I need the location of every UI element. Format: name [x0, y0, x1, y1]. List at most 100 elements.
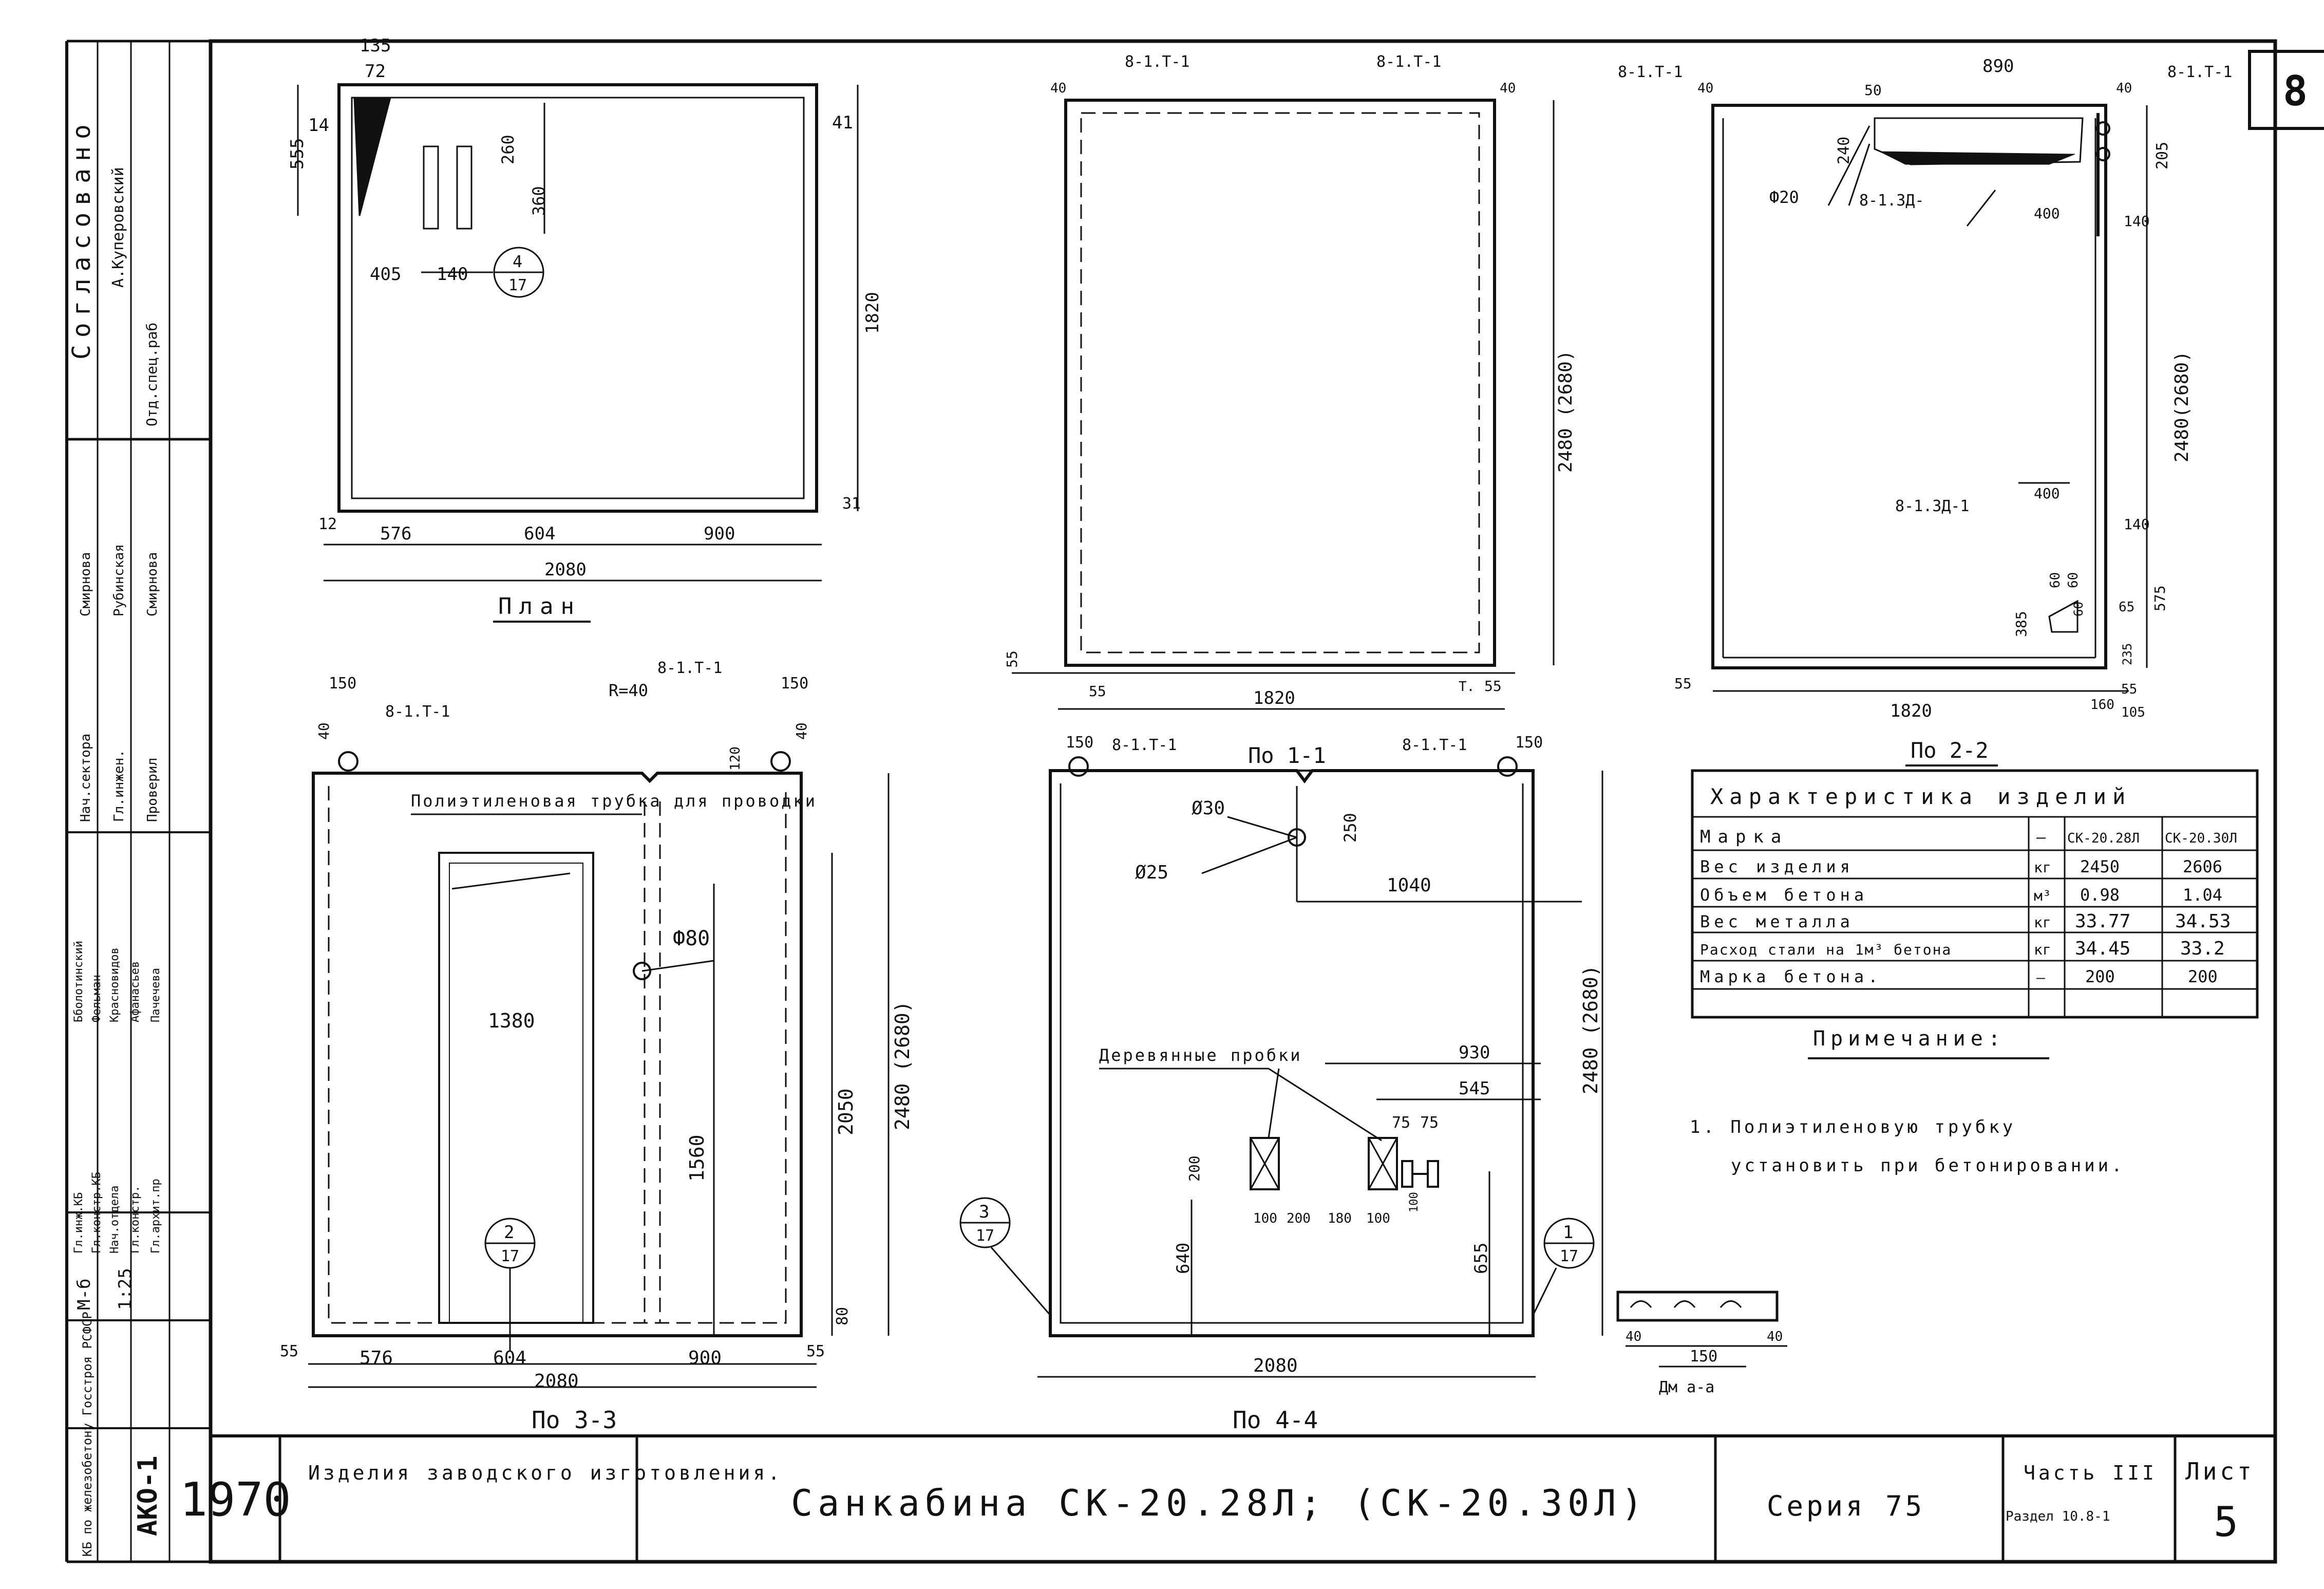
plan-dim-2080: 2080 [544, 559, 587, 580]
approval-name-1: А.Куперовский [109, 167, 127, 288]
s44-dim-150b: 150 [1515, 734, 1543, 752]
s33-dim-1380: 1380 [488, 1010, 535, 1032]
s22-dim-385: 385 [2013, 611, 2030, 637]
s44-callout-1-num: 3 [979, 1202, 989, 1222]
plan-dim-14: 14 [308, 115, 329, 136]
approval-role-3: Отд.спец.раб [143, 323, 160, 426]
plan-dim-360: 360 [529, 186, 549, 216]
plan-dim-604: 604 [524, 524, 555, 544]
staff-name-2: Рубинская [111, 544, 127, 616]
s33-mark-1: 8-1.Т-1 [385, 703, 450, 721]
s33-title: По 3-3 [532, 1406, 617, 1434]
aa-title: Дм а-а [1659, 1378, 1714, 1396]
table-row-4-v2: 33.2 [2180, 938, 2225, 959]
plan-callout-den: 17 [508, 276, 527, 294]
s33-dim-40a: 40 [315, 722, 332, 740]
s33-phi80: Ф80 [673, 927, 710, 950]
s22-dim-55a: 55 [1674, 675, 1692, 692]
s33-r40: R=40 [609, 681, 648, 700]
notes: Примечание: 1. Полиэтиленовую трубку уст… [1690, 1027, 2122, 1176]
s44-dim-75b: 75 [1420, 1114, 1439, 1132]
s22-dim-400a: 400 [2034, 205, 2060, 222]
title-part: Часть III [2024, 1462, 2157, 1484]
table-header-unit: — [2036, 829, 2046, 847]
notes-title: Примечание: [1813, 1027, 2006, 1051]
s44-dim-200v: 200 [1186, 1155, 1203, 1182]
plan-dim-135: 135 [360, 35, 391, 56]
s44-dim-250: 250 [1340, 813, 1360, 843]
plan-dim-31: 31 [842, 495, 861, 513]
table-row-5-name: Марка бетона. [1700, 967, 1882, 986]
table-row-4-name: Расход стали на 1м³ бетона [1700, 941, 1952, 958]
properties-table: Характеристика изделий Марка — СК-20.28Л… [1691, 769, 2259, 1019]
staff2-role-4: Гл.констр. [129, 1186, 142, 1254]
table-header-name: Марка [1700, 827, 1788, 847]
s22-mark-1: 8-1.Т-1 [1618, 63, 1683, 81]
s22-dim-65: 65 [2119, 600, 2134, 615]
s44-mark-2: 8-1.Т-1 [1402, 736, 1467, 754]
s22-dim-205: 205 [2153, 142, 2171, 170]
s44-title: По 4-4 [1233, 1406, 1318, 1434]
s44-dim-height: 2480 (2680) [1579, 965, 1602, 1094]
s33-callout-den: 17 [501, 1247, 519, 1265]
table-row-2-v1: 0.98 [2080, 885, 2120, 905]
s22-mark-zd1: 8-1.ЗД-1 [1895, 497, 1970, 515]
section-2-2: 8-1.Т-1 40 890 40 8-1.Т-1 50 240 Ф20 8-1… [1618, 56, 2232, 767]
s33-dim-576: 576 [360, 1348, 393, 1369]
aa-dim-40a: 40 [1626, 1329, 1641, 1344]
plan-dim-1820: 1820 [862, 292, 883, 334]
s44-dim-930: 930 [1459, 1042, 1490, 1063]
staff-name-3: Смирнова [145, 552, 160, 616]
s44-dim-phi30: Ø30 [1192, 798, 1225, 819]
s22-dim-575: 575 [2151, 585, 2168, 611]
section-4-4: 150 8-1.Т-1 8-1.Т-1 150 Ø30 250 Ø25 1040… [959, 734, 1603, 1437]
section-1-1: 40 8-1.Т-1 8-1.Т-1 40 2480 (2680) 55 55 … [1004, 53, 1576, 772]
s22-dim-140b: 140 [2124, 516, 2150, 533]
s33-dim-150b: 150 [781, 675, 808, 693]
plan-title: План [498, 593, 581, 620]
s22-dim-240: 240 [1835, 137, 1853, 164]
table-row-3-unit: кг [2034, 914, 2051, 931]
s44-dim-100a: 100 [1253, 1211, 1277, 1226]
staff2-block: Гл.инж.КБ Гл.констр.КБ Нач.отдела Гл.кон… [72, 941, 162, 1254]
table-row-3-v1: 33.77 [2075, 911, 2130, 932]
table-row-4-v1: 34.45 [2075, 938, 2130, 959]
s22-dim-1820: 1820 [1890, 701, 1932, 721]
s22-dim-60a: 60 [2048, 572, 2063, 588]
plan-dim-12: 12 [318, 515, 337, 533]
s22-dim-height: 2480(2680) [2171, 351, 2193, 462]
s44-dim-phi25: Ø25 [1135, 862, 1168, 883]
s11-dim-40b: 40 [1500, 81, 1516, 96]
s11-mark-1: 8-1.Т-1 [1125, 53, 1189, 71]
s33-dim-900: 900 [688, 1348, 722, 1369]
scale-mark: М-б [74, 1279, 95, 1310]
table-row-1-v1: 2450 [2080, 857, 2120, 876]
title-series: Серия 75 [1767, 1490, 1925, 1522]
s11-dim-55a: 55 [1004, 650, 1021, 668]
plan-dim-555: 555 [287, 138, 308, 170]
s44-dim-200: 200 [1287, 1211, 1311, 1226]
s44-dim-545: 545 [1459, 1078, 1490, 1099]
s11-dim-1820: 1820 [1253, 688, 1295, 708]
table-row-1-unit: кг [2034, 859, 2051, 876]
plan-dim-405: 405 [370, 264, 401, 285]
s11-mark-t: Т. [1459, 679, 1475, 695]
s11-dim-55c: 55 [1484, 678, 1502, 695]
table-header-col1: СК-20.28Л [2067, 831, 2140, 846]
s33-note: Полиэтиленовая трубка для проводки [411, 791, 817, 811]
table-row-2-unit: м³ [2034, 887, 2051, 904]
s44-dim-150a: 150 [1066, 734, 1093, 752]
s22-dim-60b: 60 [2066, 572, 2081, 588]
s22-dim-50: 50 [1864, 82, 1882, 99]
table-row-1-v2: 2606 [2183, 857, 2222, 876]
org-name: КБ по железобетону Госстроя РСФСР [80, 1312, 95, 1557]
scale-value: 1:25 [115, 1268, 136, 1310]
table-row-5-v1: 200 [2085, 967, 2115, 986]
table-row-2-name: Объем бетона [1700, 885, 1868, 905]
album-code: АКО-1 [133, 1455, 163, 1536]
s44-callout-1-den: 17 [976, 1227, 994, 1245]
sheet-number: 8 [2283, 67, 2308, 115]
s11-mark-2: 8-1.Т-1 [1376, 53, 1441, 71]
title-block: 1970 Изделия заводского изготовления. Са… [180, 1457, 2252, 1546]
